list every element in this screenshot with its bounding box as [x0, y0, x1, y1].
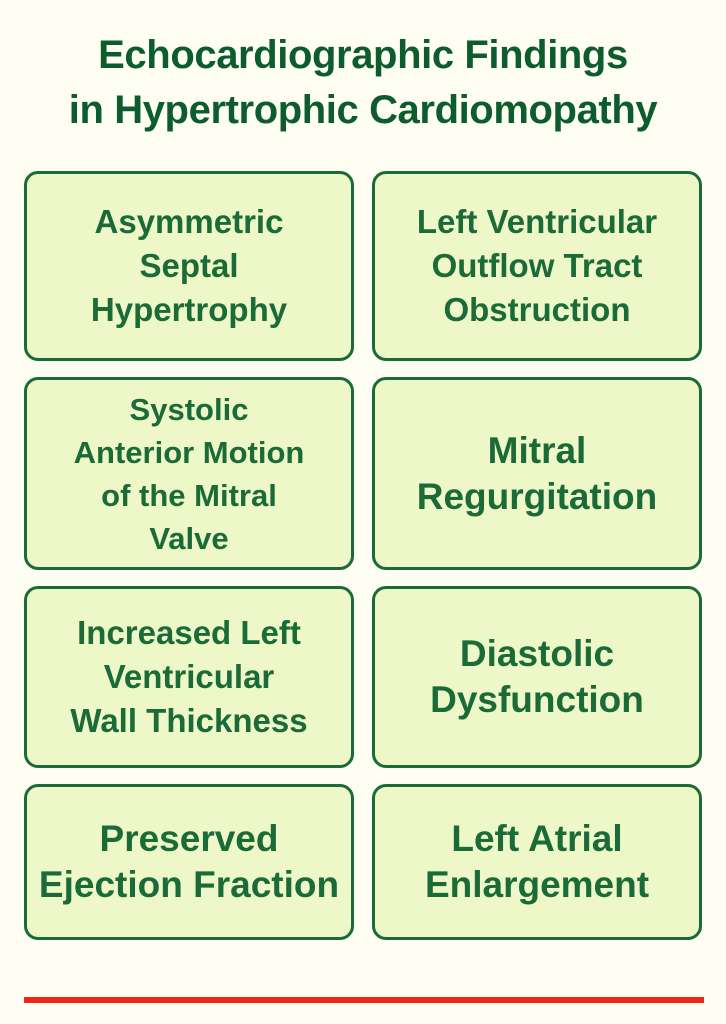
- finding-card-left-ventricular-outflow-tract-obstruction[interactable]: Left Ventricular Outflow Tract Obstructi…: [372, 171, 702, 361]
- finding-card-mitral-regurgitation[interactable]: Mitral Regurgitation: [372, 377, 702, 570]
- finding-card-label: Left Ventricular Outflow Tract Obstructi…: [416, 203, 658, 328]
- finding-card-label: Increased Left Ventricular Wall Thicknes…: [70, 614, 308, 739]
- finding-card-left-atrial-enlargement[interactable]: Left Atrial Enlargement: [372, 784, 702, 940]
- finding-card-label: Asymmetric Septal Hypertrophy: [90, 203, 288, 328]
- finding-card-label: Left Atrial Enlargement: [424, 818, 650, 905]
- finding-card-label: Diastolic Dysfunction: [430, 633, 644, 720]
- finding-card-systolic-anterior-motion-of-the-mitral-valve[interactable]: Systolic Anterior Motion of the Mitral V…: [24, 377, 354, 570]
- page-title: Echocardiographic Findings in Hypertroph…: [0, 28, 726, 138]
- page-title-line-1: Echocardiographic Findings: [98, 33, 628, 77]
- page-title-line-2: in Hypertrophic Cardiomopathy: [68, 88, 658, 132]
- bottom-accent-rule: [24, 997, 704, 1003]
- finding-card-label: Systolic Anterior Motion of the Mitral V…: [73, 391, 305, 556]
- finding-card-increased-left-ventricular-wall-thickness[interactable]: Increased Left Ventricular Wall Thicknes…: [24, 586, 354, 768]
- finding-card-diastolic-dysfunction[interactable]: Diastolic Dysfunction: [372, 586, 702, 768]
- finding-card-label: Preserved Ejection Fraction: [38, 818, 340, 905]
- finding-card-label: Mitral Regurgitation: [416, 429, 658, 517]
- finding-card-preserved-ejection-fraction[interactable]: Preserved Ejection Fraction: [24, 784, 354, 940]
- findings-grid: Asymmetric Septal Hypertrophy Left Ventr…: [24, 171, 702, 949]
- finding-card-asymmetric-septal-hypertrophy[interactable]: Asymmetric Septal Hypertrophy: [24, 171, 354, 361]
